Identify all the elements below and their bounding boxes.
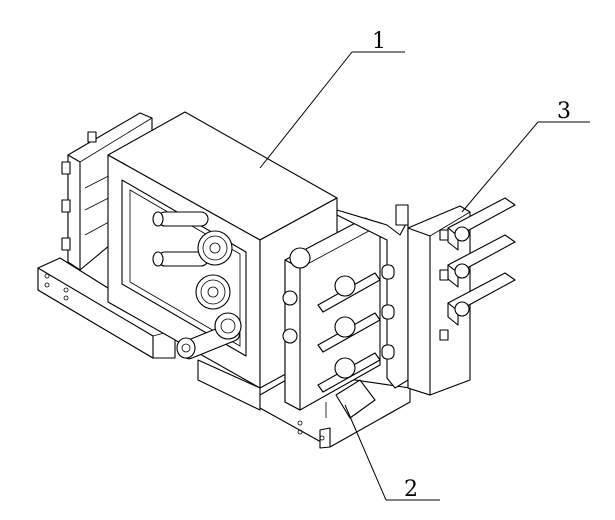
rack-middle [317, 304, 395, 353]
shafts-and-gears [152, 211, 242, 360]
clamp-head-assembly [395, 197, 516, 396]
callout-2-leader: 2 [344, 404, 440, 502]
callout-1-leader: 1 [259, 29, 405, 169]
callout-3-label: 3 [557, 99, 571, 124]
callout-1-label: 1 [372, 29, 386, 54]
worm-gear-drive [176, 312, 242, 360]
clamp-finger-3 [447, 272, 516, 326]
rack-lower [317, 344, 395, 393]
rack-upper [317, 264, 395, 313]
callout-2-label: 2 [404, 477, 418, 502]
clamp-finger-1 [447, 197, 516, 251]
gear-lower [195, 274, 231, 310]
clamp-finger-2 [447, 234, 516, 288]
callout-3-leader: 3 [461, 99, 590, 213]
rack-and-pinion-frame [259, 209, 411, 449]
gear-upper [197, 230, 233, 266]
